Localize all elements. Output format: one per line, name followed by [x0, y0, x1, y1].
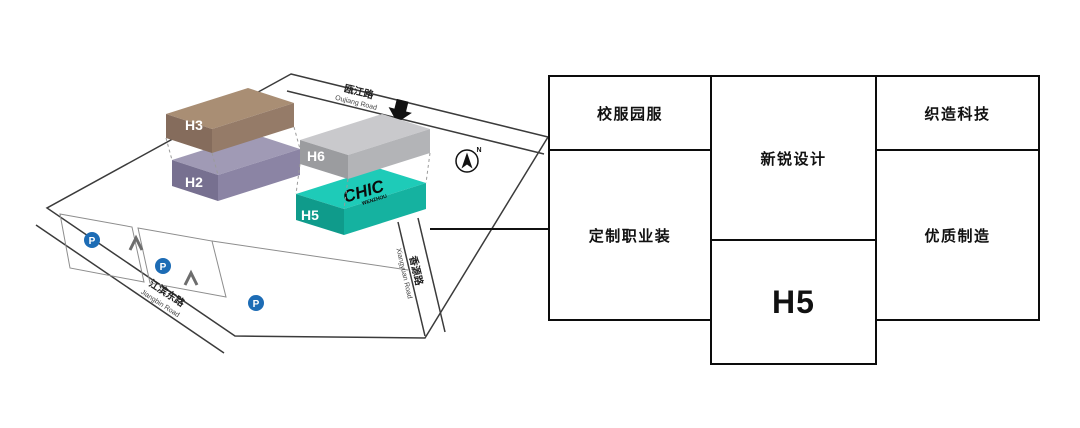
- parking-letter: P: [89, 236, 96, 247]
- projection-line: [293, 126, 301, 150]
- projection-line: [295, 163, 301, 195]
- zone-cell-weaving-tech: 织造科技: [875, 75, 1040, 151]
- hall-name-label: H5: [772, 283, 815, 320]
- building-h2: [172, 134, 300, 201]
- zone-label: 优质制造: [924, 227, 991, 245]
- xiangyuan-road-line-1: [397, 221, 426, 337]
- building-h2-label: H2: [185, 174, 203, 190]
- road-label-xiangyuan: 香源路 Xiangyuan Road: [394, 247, 426, 299]
- parking-letter: P: [160, 262, 167, 273]
- zone-cell-school-uniforms: 校服园服: [548, 75, 712, 151]
- projection-line: [343, 178, 349, 210]
- projection-line: [165, 137, 173, 161]
- zone-cell-new-design: 新锐设计: [710, 75, 877, 241]
- callout-connector-line: [430, 228, 550, 230]
- jiangbin-road-outer-line: [35, 224, 225, 354]
- zone-label: 新锐设计: [760, 150, 827, 168]
- zone-label: 定制职业装: [588, 227, 672, 245]
- building-h5-label: H5: [301, 207, 319, 223]
- parking-lot-1: [59, 213, 145, 283]
- zone-label: 织造科技: [924, 105, 991, 123]
- building-h3-label: H3: [185, 117, 203, 133]
- projection-line: [211, 152, 219, 176]
- entrance-arrow-icon: [388, 98, 412, 123]
- building-h3: [166, 88, 294, 153]
- parking-icon-1: P: [84, 232, 100, 248]
- building-h5: [296, 168, 426, 235]
- gate-icon-2: [183, 269, 199, 286]
- projection-line: [425, 152, 431, 184]
- oujiang-road-inner-line: [286, 90, 545, 155]
- road-label-oujiang: 瓯江路 Oujiang Road: [334, 82, 377, 112]
- building-h6: [300, 114, 430, 179]
- parking-letter: P: [253, 299, 260, 310]
- compass-north-label: N: [476, 147, 481, 154]
- compass-icon: N: [455, 147, 482, 173]
- parking-icon-2: P: [155, 258, 171, 274]
- venue-ground-outline: [45, 73, 550, 339]
- zone-cell-hall-h5: H5: [710, 239, 877, 365]
- parking-lot-2: [137, 227, 227, 298]
- zone-cell-quality-manufacturing: 优质制造: [875, 149, 1040, 321]
- zone-cell-custom-workwear: 定制职业装: [548, 149, 712, 321]
- platform-edge-line: [211, 240, 409, 271]
- xiangyuan-road-line-2: [417, 217, 446, 333]
- parking-icon-3: P: [248, 295, 264, 311]
- building-h6-label: H6: [307, 148, 325, 164]
- gate-icon-1: [128, 234, 144, 251]
- zone-label: 校服园服: [596, 105, 663, 123]
- venue-isometric-map: P P P N 瓯江路 Oujiang Road 香源路 Xiangyuan R…: [35, 73, 550, 354]
